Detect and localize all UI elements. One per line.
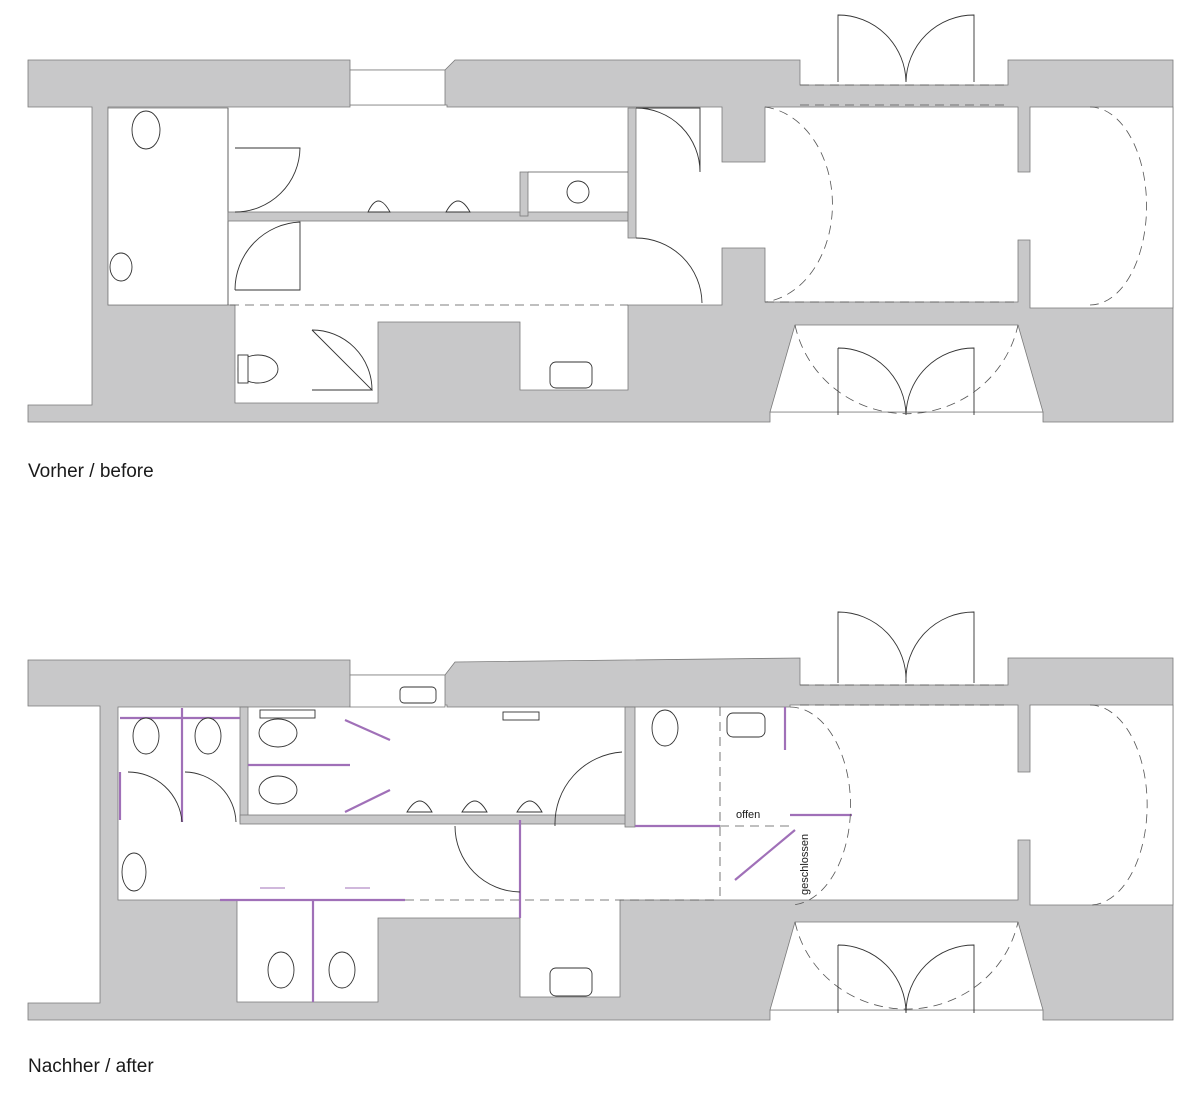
after-toilet-3	[258, 718, 298, 748]
before-vestibule	[769, 324, 1044, 413]
before-plan	[27, 14, 1174, 423]
after-sink-4	[549, 967, 593, 997]
after-urinal-3	[516, 800, 543, 813]
caption-before: Vorher / before	[28, 461, 154, 482]
after-toilet-6	[328, 951, 356, 989]
after-new-elements	[118, 707, 852, 1002]
before-main-corridor	[107, 104, 1174, 404]
after-toilet-2	[194, 717, 222, 755]
caption-after: Nachher / after	[28, 1056, 154, 1077]
after-urinal-1	[406, 800, 433, 813]
after-urinal-wall	[239, 814, 633, 825]
after-plan: offen geschlossen	[27, 611, 1174, 1021]
after-toilet-4	[258, 775, 298, 805]
after-sink-1	[121, 852, 147, 892]
before-urinal-1	[367, 200, 391, 213]
after-toilet-1	[132, 717, 160, 755]
after-urinal-2	[461, 800, 488, 813]
after-sink-2	[726, 712, 766, 738]
after-toilet-5	[267, 951, 295, 989]
before-sink-1	[109, 252, 133, 282]
after-sink-3	[399, 686, 437, 704]
before-toilet-1	[131, 110, 161, 150]
label-closed: geschlossen	[799, 834, 811, 895]
after-toilet-7	[651, 709, 679, 747]
before-urinal-2	[445, 200, 471, 213]
after-vestibule	[769, 921, 1044, 1011]
after-main-corridor	[117, 704, 1174, 1003]
before-sink-2	[566, 180, 590, 204]
before-urinal-wall	[227, 211, 629, 222]
before-sink-3	[549, 361, 593, 389]
label-open: offen	[736, 809, 760, 821]
